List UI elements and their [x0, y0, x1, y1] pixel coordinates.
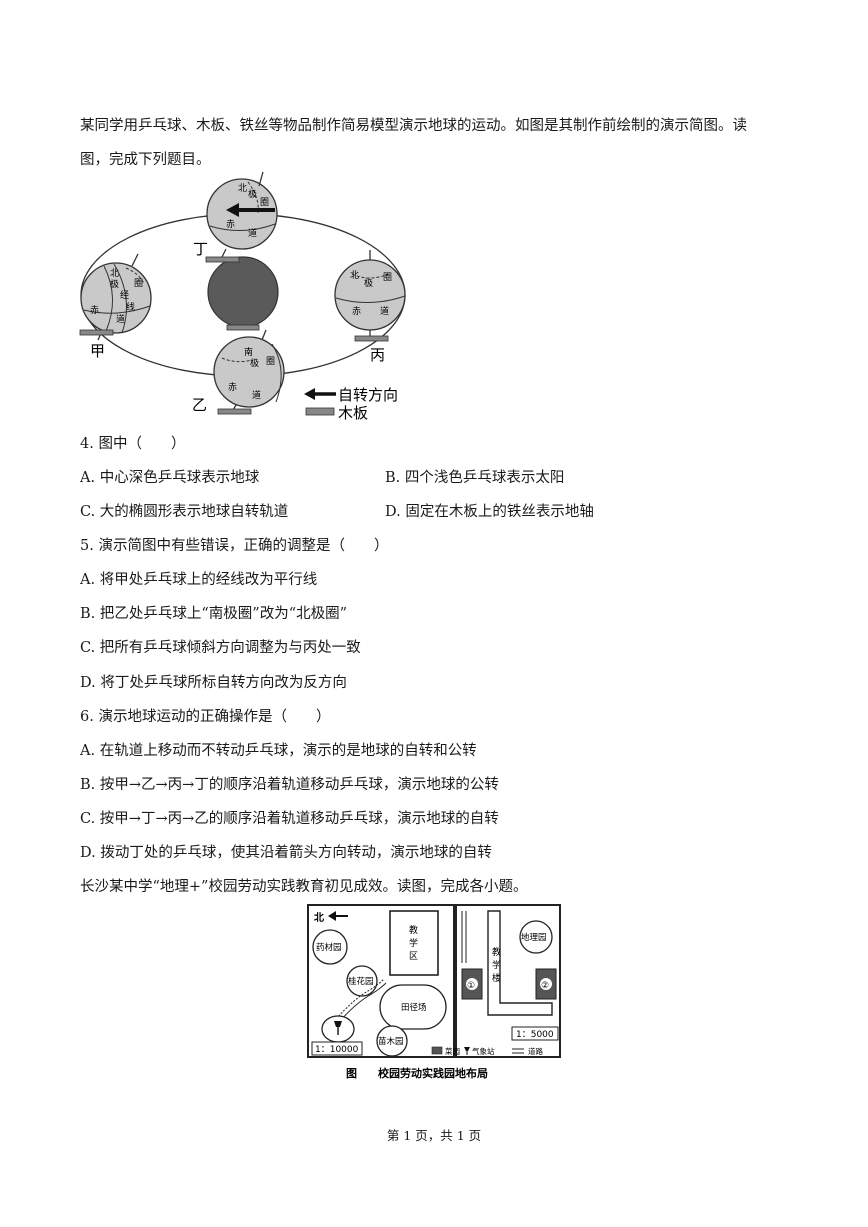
marker-2: ②: [541, 981, 549, 991]
legend-road: 道路: [528, 1046, 543, 1056]
map-caption-fig: 图: [346, 1067, 357, 1080]
q6-option-a: A. 在轨道上移动而不转动乒乓球，演示的是地球的自转和公转: [80, 743, 477, 759]
geography-garden: 地理园: [519, 920, 553, 954]
teaching-building: 教 学 楼: [487, 910, 553, 1016]
scale-left: 1：10000: [315, 1045, 359, 1055]
q6-stem: 6. 演示地球运动的正确操作是（ ）: [80, 709, 331, 725]
q6-option-b: B. 按甲→乙→丙→丁的顺序沿着轨道移动乒乓球，演示地球的公转: [80, 777, 499, 793]
yi-text-ji: 极: [250, 357, 259, 369]
rotation-arrow-ding: [226, 203, 275, 217]
jia-text-chi: 赤: [90, 305, 99, 316]
teaching-building-t3: 楼: [492, 972, 501, 984]
bing-text-quan: 圈: [383, 272, 392, 283]
campus-layout-map: 北 教 学 区 药材园 桂花园 田径场 苗木园 教 学 楼 地理园: [307, 904, 561, 1080]
page-footer: 第 1 页，共 1 页: [386, 1128, 482, 1143]
track-field-label: 田径场: [401, 1002, 427, 1013]
jia-text-jing: 经: [120, 289, 129, 301]
osmanthus-garden: 桂花园: [346, 965, 378, 997]
q4-option-d: D. 固定在木板上的铁丝表示地轴: [385, 504, 594, 520]
globe-bing: 北 极 圈 赤 道: [334, 250, 406, 342]
vegetable-plot-1: ①: [461, 968, 483, 1000]
q4-option-a: A. 中心深色乒乓球表示地球: [80, 470, 260, 486]
intro-2: 长沙某中学“地理+”校园劳动实践教育初见成效。读图，完成各小题。: [80, 879, 528, 895]
road-path: [335, 978, 385, 1020]
north-arrow: 北: [314, 911, 348, 924]
q4-stem: 4. 图中（ ）: [80, 436, 186, 452]
jia-text-quan: 圈: [134, 278, 143, 289]
jia-text-ji: 极: [110, 278, 119, 290]
herb-garden: 药材园: [312, 929, 348, 965]
q5-stem: 5. 演示简图中有些错误，正确的调整是（ ）: [80, 538, 389, 554]
globe-ding: 北 极 圈 赤 道: [205, 171, 278, 263]
nursery-garden-label: 苗木园: [378, 1036, 404, 1047]
label-ding: 丁: [193, 240, 208, 258]
herb-garden-label: 药材园: [316, 942, 342, 953]
yi-text-nan: 南: [244, 346, 253, 358]
legend-weather: 气象站: [472, 1046, 495, 1056]
q5-option-c: C. 把所有乒乓球倾斜方向调整为与丙处一致: [80, 640, 361, 656]
label-yi: 乙: [192, 396, 207, 414]
ding-text-bei: 北: [238, 183, 247, 194]
teaching-building-t1: 教: [492, 946, 501, 958]
q6-option-d: D. 拨动丁处的乒乓球，使其沿着箭头方向转动，演示地球的自转: [80, 845, 492, 861]
nursery-garden: 苗木园: [376, 1025, 408, 1057]
intro-line-2: 图，完成下列题目。: [80, 152, 211, 168]
q4-option-b: B. 四个浅色乒乓球表示太阳: [385, 470, 565, 486]
legend-garden: 菜园: [445, 1046, 460, 1056]
q5-option-a: A. 将甲处乒乓球上的经线改为平行线: [80, 572, 318, 588]
globe-jia: 北 极 圈 经 线 赤 道: [79, 253, 152, 341]
teaching-area-t2: 学: [409, 937, 418, 949]
ding-text-chi: 赤: [226, 219, 235, 230]
intro-line-1: 某同学用乒乓球、木板、铁丝等物品制作简易模型演示地球的运动。如图是其制作前绘制的…: [80, 118, 747, 134]
jia-text-xian: 线: [126, 301, 135, 313]
marker-1: ①: [467, 981, 475, 991]
yi-text-chi: 赤: [228, 382, 237, 393]
globe-yi: 南 极 圈 赤 道: [213, 329, 285, 415]
ding-text-ji: 极: [248, 188, 257, 200]
map-caption-text: 校园劳动实践园地布局: [378, 1066, 488, 1080]
scale-right: 1：5000: [516, 1030, 554, 1040]
legend-rotation-text: 自转方向: [338, 386, 398, 404]
earth-motion-diagram: 北 极 圈 赤 道 丁 北 极 圈 经 线 赤 道 甲 北 极 圈 赤 道: [79, 171, 406, 422]
q5-option-b: B. 把乙处乒乓球上“南极圈”改为“北极圈”: [80, 606, 348, 622]
bing-text-dao: 道: [380, 305, 389, 317]
center-ball: [207, 256, 279, 331]
yi-text-quan: 圈: [266, 356, 275, 367]
teaching-area-t1: 教: [409, 924, 418, 936]
jia-text-dao: 道: [116, 313, 125, 325]
geography-garden-label: 地理园: [521, 932, 547, 943]
legend-board-text: 木板: [338, 404, 368, 422]
legend-board: 木板: [305, 404, 368, 422]
ding-text-quan: 圈: [260, 197, 269, 208]
bing-text-bei: 北: [350, 270, 359, 281]
legend-rotation: 自转方向: [304, 386, 398, 404]
q4-option-c: C. 大的椭圆形表示地球自转轨道: [80, 504, 289, 520]
teaching-area: [389, 910, 439, 976]
q5-option-d: D. 将丁处乒乓球所标自转方向改为反方向: [80, 675, 347, 691]
weather-station-icon: [334, 1021, 342, 1035]
osmanthus-garden-label: 桂花园: [348, 976, 374, 987]
north-label: 北: [314, 911, 324, 924]
yi-text-dao: 道: [252, 389, 261, 401]
vegetable-plot-2: ②: [535, 968, 557, 1000]
bing-text-chi: 赤: [352, 306, 361, 317]
bing-text-ji: 极: [364, 277, 373, 289]
teaching-area-t3: 区: [409, 951, 418, 962]
label-bing: 丙: [370, 346, 385, 364]
map-legend: 菜园 气象站 道路: [431, 1046, 543, 1056]
track-field: 田径场: [379, 984, 447, 1030]
q6-option-c: C. 按甲→丁→丙→乙的顺序沿着轨道移动乒乓球，演示地球的自转: [80, 811, 499, 827]
label-jia: 甲: [90, 342, 105, 360]
ding-text-dao: 道: [248, 227, 257, 239]
teaching-building-t2: 学: [492, 959, 501, 971]
jia-text-bei: 北: [110, 268, 119, 279]
